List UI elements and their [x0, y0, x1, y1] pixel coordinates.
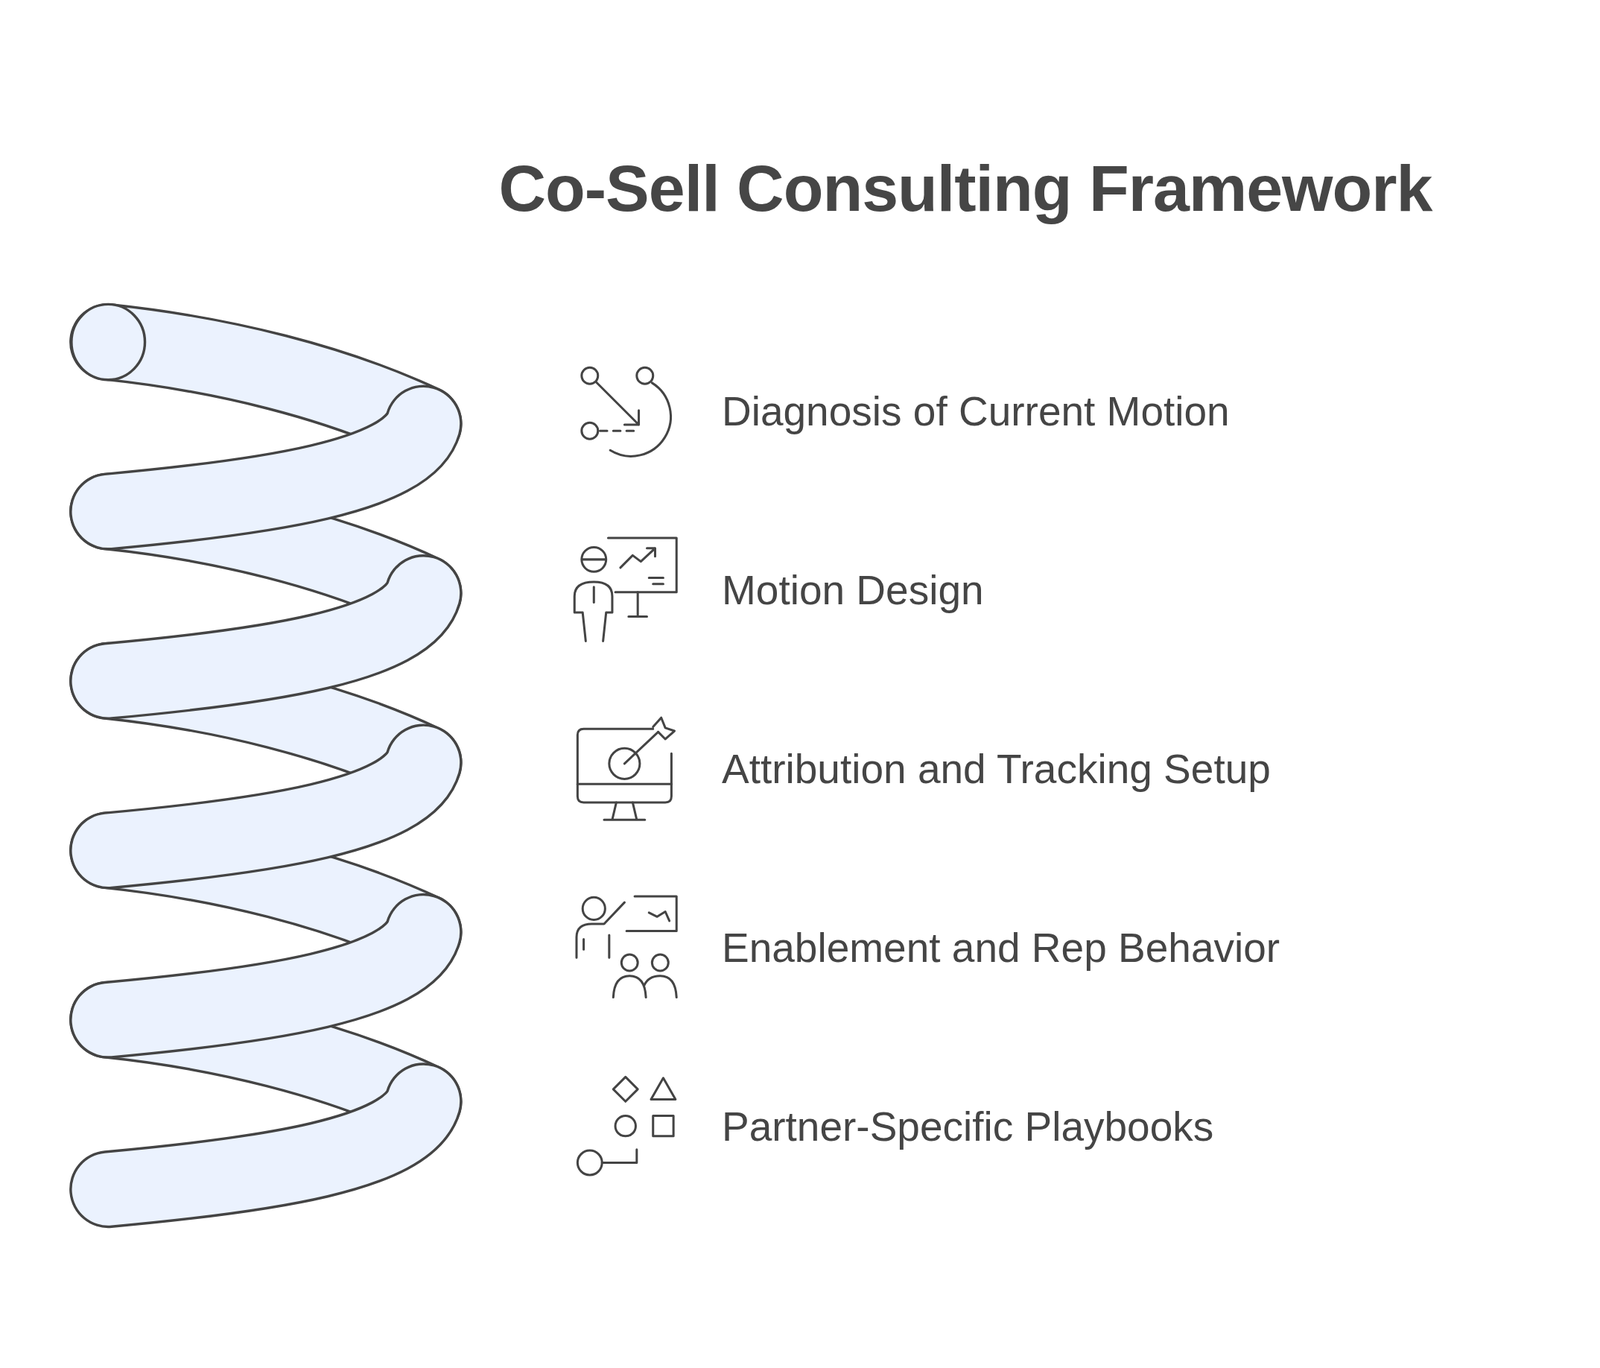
icon-body: [576, 902, 625, 958]
spring-coil: [71, 303, 424, 1189]
step-label: Motion Design: [721, 566, 984, 614]
icon-head: [651, 954, 669, 971]
coil-fill: [108, 592, 424, 681]
icon-board: [626, 896, 677, 932]
icon-line: [648, 578, 663, 584]
coil-outline: [108, 931, 424, 1020]
icon-arrow: [595, 382, 640, 426]
icon-arc: [610, 382, 671, 456]
step-label: Partner-Specific Playbooks: [721, 1102, 1214, 1151]
step-label: Attribution and Tracking Setup: [721, 744, 1271, 793]
coil-outline: [108, 341, 424, 424]
step-label: Diagnosis of Current Motion: [721, 387, 1230, 436]
icons: [574, 367, 677, 1175]
coil-fill: [108, 423, 424, 512]
icon-line: [582, 557, 605, 561]
icon-monitor: [577, 728, 672, 803]
coil-outline: [108, 423, 424, 512]
icon-triangle: [651, 1077, 676, 1100]
icon-arrow: [624, 731, 658, 763]
icon-shoulders: [613, 975, 677, 998]
coil-fill: [108, 931, 424, 1020]
icon-line: [592, 586, 596, 603]
playbook-icon: [577, 1076, 676, 1175]
icon-chart: [620, 548, 656, 568]
icon-board: [607, 537, 677, 593]
enablement-icon: [576, 896, 677, 998]
coil-fill: [108, 1100, 424, 1189]
icon-stand: [604, 802, 646, 820]
diagram-title: Co-Sell Consulting Framework: [498, 150, 1432, 227]
icon-square: [653, 1115, 674, 1136]
icon-line: [577, 782, 672, 786]
icon-circle: [615, 1115, 636, 1136]
icon-dash: [600, 429, 637, 433]
design-icon: [574, 537, 677, 641]
icon-fletch: [653, 717, 675, 739]
coil-end: [71, 303, 146, 380]
icon-circle: [581, 422, 599, 439]
diagnosis-icon: [581, 367, 672, 456]
coil-outline: [108, 1100, 424, 1189]
icon-chart: [648, 910, 669, 920]
coil-outline: [108, 592, 424, 681]
coil-outline: [108, 762, 424, 850]
icon-circle: [636, 367, 654, 384]
icon-head: [581, 546, 607, 572]
coil-fill: [108, 762, 424, 850]
icon-diamond: [613, 1076, 638, 1101]
tracking-icon: [577, 717, 675, 820]
coil-fill: [108, 341, 424, 424]
icon-body: [574, 581, 613, 641]
icon-line: [582, 938, 585, 949]
icon-connector: [601, 1149, 637, 1163]
icon-circle: [577, 1150, 602, 1175]
icon-stand: [628, 592, 648, 617]
icon-head: [621, 954, 638, 971]
icon-head: [582, 896, 605, 920]
step-label: Enablement and Rep Behavior: [721, 923, 1280, 972]
